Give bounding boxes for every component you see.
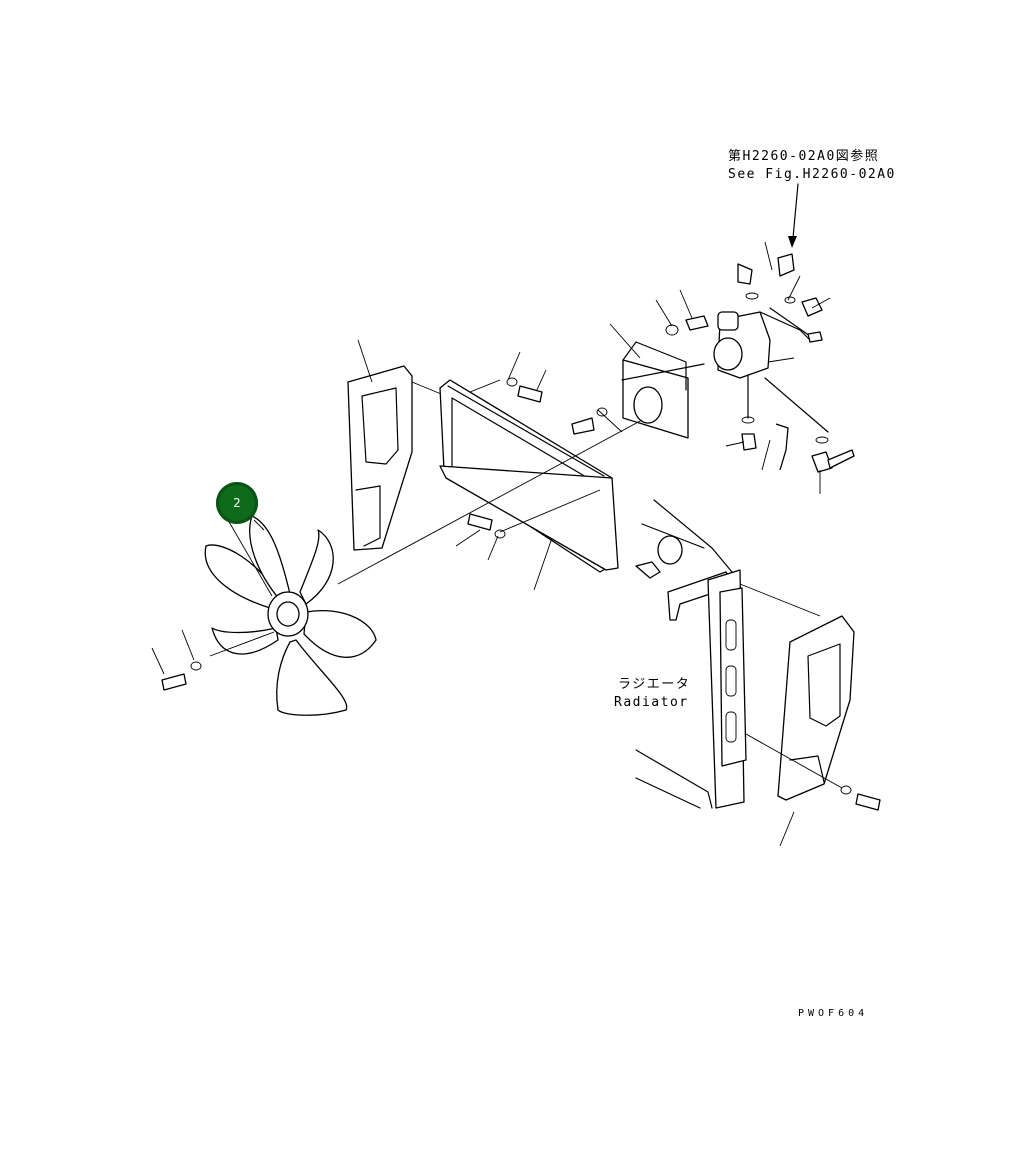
radiator-label-en: Radiator [614, 695, 689, 710]
part-callout-number: 2 [233, 496, 241, 510]
figure-code: PWOF604 [798, 1008, 869, 1019]
radiator-label-jp: ラジエータ [618, 677, 691, 692]
cooling-fan [204, 515, 377, 716]
bolts-and-washers [151, 377, 881, 847]
left-shroud-plate [347, 339, 447, 551]
right-shroud-plate [745, 615, 855, 801]
fan-motor-assembly [609, 241, 855, 494]
reference-text-en: See Fig.H2260-02A0 [728, 167, 896, 182]
part-callout-2[interactable]: 2 [216, 482, 258, 524]
reference-leader-arrow [788, 183, 799, 248]
alignment-line [337, 419, 643, 585]
radiator-assembly [635, 499, 821, 809]
lower-frame-rail [439, 465, 619, 591]
reference-text-jp: 第H2260-02A0図参照 [728, 149, 880, 164]
